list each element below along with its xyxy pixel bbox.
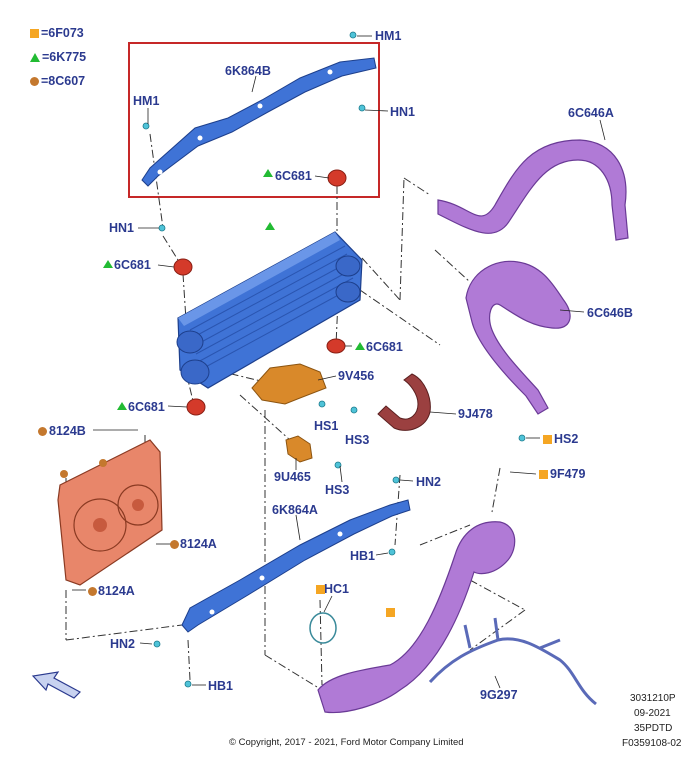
triangle-marker-icon xyxy=(30,53,40,62)
label-6k864b: 6K864B xyxy=(225,64,271,78)
label-9f479: 9F479 xyxy=(550,467,586,481)
hose-9j478 xyxy=(377,373,431,431)
label-6c681: 6C681 xyxy=(366,340,403,354)
label-9g297: 9G297 xyxy=(480,688,518,702)
intercooler xyxy=(176,231,363,389)
label-hb1: HB1 xyxy=(208,679,234,693)
label-6c681: 6C681 xyxy=(128,400,165,414)
highlight-frame xyxy=(128,42,380,198)
direction-arrow-icon xyxy=(31,671,81,699)
label-6c681: 6C681 xyxy=(275,169,312,183)
label-6c681: 6C681 xyxy=(114,258,151,272)
label-hn1: HN1 xyxy=(109,221,135,235)
gasket-hc1 xyxy=(309,612,337,644)
label-hs1: HS1 xyxy=(314,419,339,433)
label-hs3: HS3 xyxy=(325,483,350,497)
label-8124a: 8124A xyxy=(180,537,217,551)
reference-model: 35PDTD xyxy=(634,723,673,734)
circle-marker-8124a xyxy=(88,584,99,598)
bracket-9u465 xyxy=(285,435,313,463)
housing-9v456 xyxy=(251,363,327,405)
label-6c646b: 6C646B xyxy=(587,306,633,320)
label-hn2: HN2 xyxy=(110,637,136,651)
circle-marker-8124a xyxy=(170,537,181,551)
square-marker-9f479 xyxy=(539,467,550,481)
reference-code: 3031210P xyxy=(630,693,676,704)
duct-6c646b xyxy=(465,260,571,415)
label-hc1: HC1 xyxy=(324,582,350,596)
leader-lines xyxy=(72,35,606,689)
label-hm1: HM1 xyxy=(375,29,402,43)
bracket-6k864a xyxy=(181,499,411,633)
bracket-6k864b xyxy=(141,57,377,187)
fan-shroud xyxy=(57,439,163,586)
label-6k864a: 6K864A xyxy=(272,503,318,517)
square-marker-icon xyxy=(30,29,39,38)
harness-9g297 xyxy=(428,617,597,706)
circle-marker-icon xyxy=(30,77,39,86)
legend-item-6k775: =6K775 xyxy=(30,50,86,64)
label-hs2: HS2 xyxy=(554,432,579,446)
label-9v456: 9V456 xyxy=(338,369,375,383)
legend-text: =6K775 xyxy=(42,50,87,64)
label-hs3: HS3 xyxy=(345,433,370,447)
label-9u465: 9U465 xyxy=(274,470,311,484)
legend-item-8c607: =8C607 xyxy=(30,74,85,88)
callout-markers xyxy=(60,169,395,617)
label-hm1: HM1 xyxy=(133,94,160,108)
reference-date: 09-2021 xyxy=(634,708,671,719)
square-marker-hs2 xyxy=(543,432,554,446)
copyright-text: © Copyright, 2017 - 2021, Ford Motor Com… xyxy=(229,737,464,748)
legend-text: =6F073 xyxy=(41,26,84,40)
label-hb1: HB1 xyxy=(350,549,376,563)
legend-item-6f073: =6F073 xyxy=(30,26,84,40)
isolators-6c681 xyxy=(173,169,347,416)
label-6c646a: 6C646A xyxy=(568,106,614,120)
duct-6c646a xyxy=(437,139,629,241)
label-9j478: 9J478 xyxy=(458,407,493,421)
label-hn1: HN1 xyxy=(390,105,416,119)
label-hn2: HN2 xyxy=(416,475,442,489)
circle-marker-8124b xyxy=(38,424,49,438)
legend-text: =8C607 xyxy=(41,74,86,88)
label-8124a: 8124A xyxy=(98,584,135,598)
figure-number: F0359108-02 xyxy=(622,738,682,749)
label-8124b: 8124B xyxy=(49,424,86,438)
duct-lower xyxy=(317,521,516,714)
fasteners xyxy=(142,31,526,688)
square-marker-hc1 xyxy=(316,582,327,596)
